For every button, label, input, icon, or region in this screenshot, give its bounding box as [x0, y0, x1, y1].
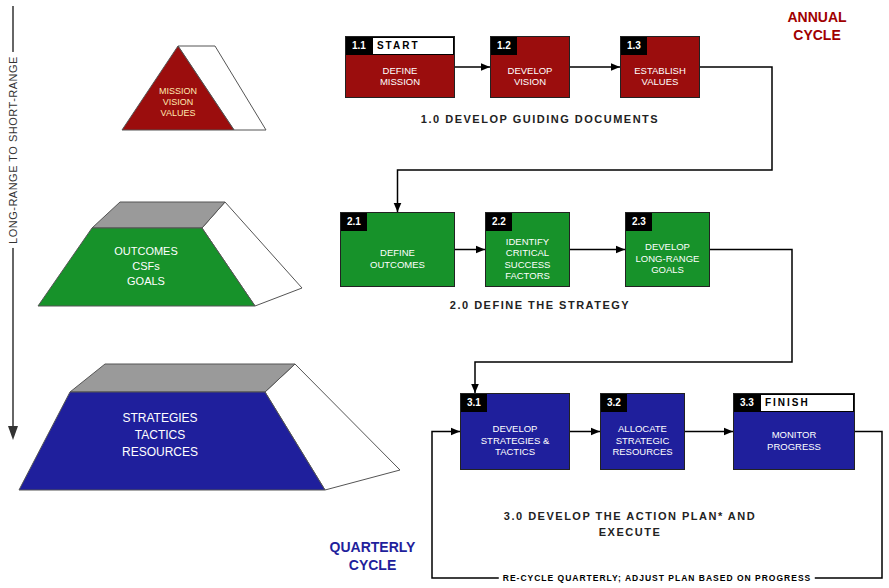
step-number: 3.2 — [601, 394, 627, 412]
box-body: DEVELOP LONG-RANGE GOALS — [626, 231, 709, 286]
prism-label: OUTCOMES CSFs GOALS — [101, 244, 191, 289]
arrowhead — [481, 63, 490, 71]
prism-node: STRATEGIES TACTICS RESOURCES — [15, 360, 415, 494]
cycle-label: QUARTERLY CYCLE — [325, 538, 420, 574]
tab-row: 1.2 — [491, 37, 569, 55]
section-heading: 1.0 DEVELOP GUIDING DOCUMENTS — [360, 112, 720, 127]
scale-arrowhead — [8, 426, 18, 440]
connector — [455, 246, 485, 254]
connector — [455, 63, 490, 71]
tab-row: 3.2 — [601, 394, 684, 412]
process-box: 3.2ALLOCATE STRATEGIC RESOURCES — [600, 393, 685, 470]
prism-face — [70, 364, 295, 392]
prism-face — [38, 228, 255, 306]
box-body: MONITOR PROGRESS — [734, 412, 854, 469]
tab-row: 3.1 — [461, 394, 569, 412]
axis-label: LONG-RANGE TO SHORT-RANGE — [7, 52, 20, 248]
connector — [570, 428, 600, 436]
process-box: 1.2DEVELOP VISION — [490, 36, 570, 98]
step-number: 2.3 — [626, 213, 652, 231]
box-body: DEFINE MISSION — [346, 55, 454, 97]
connector — [685, 428, 733, 436]
tab-row: 3.3FINISH — [734, 394, 854, 412]
process-box: 1.1START DEFINE MISSION — [345, 36, 455, 98]
box-label: DEVELOP STRATEGIES & TACTICS — [475, 423, 555, 457]
arrowhead — [476, 246, 485, 254]
process-box: 2.2IDENTIFY CRITICAL SUCCESS FACTORS — [485, 212, 570, 287]
box-label: DEVELOP VISION — [500, 65, 560, 88]
box-label: IDENTIFY CRITICAL SUCCESS FACTORS — [493, 236, 563, 282]
arrowhead — [611, 63, 620, 71]
step-number: 2.1 — [341, 213, 367, 231]
prism-label: MISSION VISION VALUES — [152, 86, 204, 119]
cycle-label: ANNUAL CYCLE — [772, 8, 862, 44]
prism-face — [92, 202, 225, 228]
tab-row: 1.1START — [346, 37, 454, 55]
tab-row: 1.3 — [621, 37, 699, 55]
box-label: MONITOR PROGRESS — [759, 429, 829, 452]
arrowhead — [394, 203, 402, 212]
prism-node: MISSION VISION VALUES — [120, 44, 270, 134]
edge-label: RE-CYCLE QUARTERLY; ADJUST PLAN BASED ON… — [499, 573, 815, 584]
arrowhead — [471, 384, 479, 393]
process-box: 2.3DEVELOP LONG-RANGE GOALS — [625, 212, 710, 287]
prism-text-wrap: OUTCOMES CSFs GOALS — [101, 244, 191, 289]
process-box: 3.1DEVELOP STRATEGIES & TACTICS — [460, 393, 570, 470]
section-heading: 2.0 DEFINE THE STRATEGY — [360, 298, 720, 313]
prism-node: OUTCOMES CSFs GOALS — [30, 198, 305, 310]
box-body: DEFINE OUTCOMES — [341, 231, 454, 286]
step-number: 2.2 — [486, 213, 512, 231]
start-finish-tab: FINISH — [760, 394, 854, 412]
box-body: DEVELOP STRATEGIES & TACTICS — [461, 412, 569, 469]
prism-shape — [15, 360, 415, 494]
arrowhead — [591, 428, 600, 436]
start-finish-tab: START — [372, 37, 454, 55]
box-body: IDENTIFY CRITICAL SUCCESS FACTORS — [486, 231, 569, 286]
process-box: 1.3ESTABLISH VALUES — [620, 36, 700, 98]
box-body: ESTABLISH VALUES — [621, 55, 699, 97]
box-body: DEVELOP VISION — [491, 55, 569, 97]
process-box: 3.3FINISH MONITOR PROGRESS — [733, 393, 855, 470]
box-label: ALLOCATE STRATEGIC RESOURCES — [608, 423, 678, 457]
prism-text-wrap: MISSION VISION VALUES — [152, 86, 204, 119]
connector — [570, 246, 625, 254]
arrowhead — [451, 428, 460, 436]
section-heading: 3.0 DEVELOP THE ACTION PLAN* AND EXECUTE — [490, 508, 770, 540]
step-number: 3.1 — [461, 394, 487, 412]
box-label: ESTABLISH VALUES — [629, 65, 691, 88]
tab-row: 2.1 — [341, 213, 454, 231]
prism-face — [122, 46, 234, 130]
tab-row: 2.2 — [486, 213, 569, 231]
tab-row: 2.3 — [626, 213, 709, 231]
box-body: ALLOCATE STRATEGIC RESOURCES — [601, 412, 684, 469]
process-box: 2.1DEFINE OUTCOMES — [340, 212, 455, 287]
box-label: DEFINE MISSION — [370, 65, 430, 88]
connector — [570, 63, 620, 71]
step-number: 1.2 — [491, 37, 517, 55]
prism-text-wrap: STRATEGIES TACTICS RESOURCES — [105, 410, 215, 461]
step-number: 1.1 — [346, 37, 372, 55]
arrowhead — [724, 428, 733, 436]
step-number: 3.3 — [734, 394, 760, 412]
prism-label: STRATEGIES TACTICS RESOURCES — [105, 410, 215, 461]
arrowhead — [616, 246, 625, 254]
step-number: 1.3 — [621, 37, 647, 55]
box-label: DEFINE OUTCOMES — [366, 247, 430, 270]
prism-face — [19, 392, 325, 490]
box-label: DEVELOP LONG-RANGE GOALS — [633, 241, 703, 275]
